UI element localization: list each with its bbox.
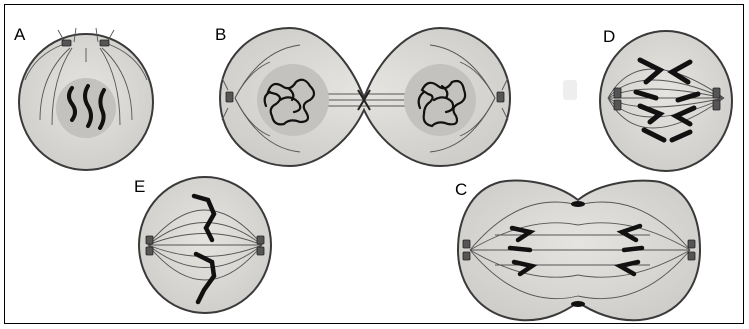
label-d: D bbox=[603, 28, 615, 45]
cell-b-right-nucleus bbox=[404, 64, 476, 136]
cell-b bbox=[220, 28, 510, 166]
cell-e bbox=[139, 177, 271, 313]
cell-d bbox=[600, 31, 732, 171]
label-e: E bbox=[134, 178, 145, 195]
label-c: C bbox=[455, 181, 467, 198]
label-a: A bbox=[14, 26, 25, 43]
label-b: B bbox=[215, 26, 226, 43]
smudge-mark bbox=[563, 80, 577, 100]
cell-c bbox=[458, 181, 700, 321]
cell-a bbox=[19, 28, 153, 170]
